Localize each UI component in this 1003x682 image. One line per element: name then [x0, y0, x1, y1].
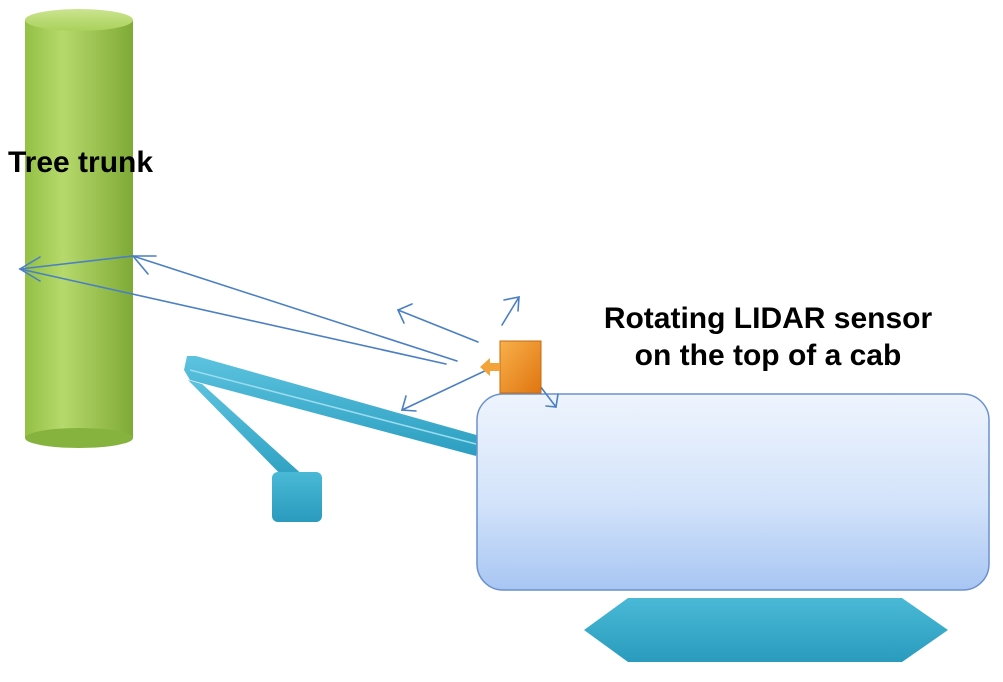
tree-trunk-label: Tree trunk [8, 146, 154, 179]
lidar-sensor-label: Rotating LIDAR sensor on the top of a ca… [583, 300, 953, 374]
lidar-label-line-1: Rotating LIDAR sensor [603, 302, 933, 335]
beam-trunk-low-arrowhead [18, 256, 41, 282]
beam-trunk-high [132, 255, 458, 362]
beam-upper-left-arrowhead [396, 303, 413, 324]
beam-trunk-low [19, 268, 447, 365]
cab-body [476, 393, 990, 591]
tree-trunk [25, 9, 133, 448]
grapple-head [272, 472, 322, 522]
beam-lower-left-arrowhead [400, 395, 417, 412]
beam-lower-left [401, 367, 492, 411]
lidar-sensor [480, 340, 542, 394]
beam-down-right-arrowhead [545, 393, 559, 408]
beam-trunk-high-arrowhead [131, 255, 157, 275]
crane-arm [184, 356, 480, 522]
beam-trunk-return [19, 255, 134, 270]
beam-up-arrowhead [503, 296, 520, 312]
lidar-beams [18, 255, 559, 412]
lidar-label-line-2: on the top of a cab [634, 339, 902, 372]
beam-up [501, 296, 520, 326]
beam-upper-left [397, 309, 479, 343]
cab-base [584, 598, 948, 662]
